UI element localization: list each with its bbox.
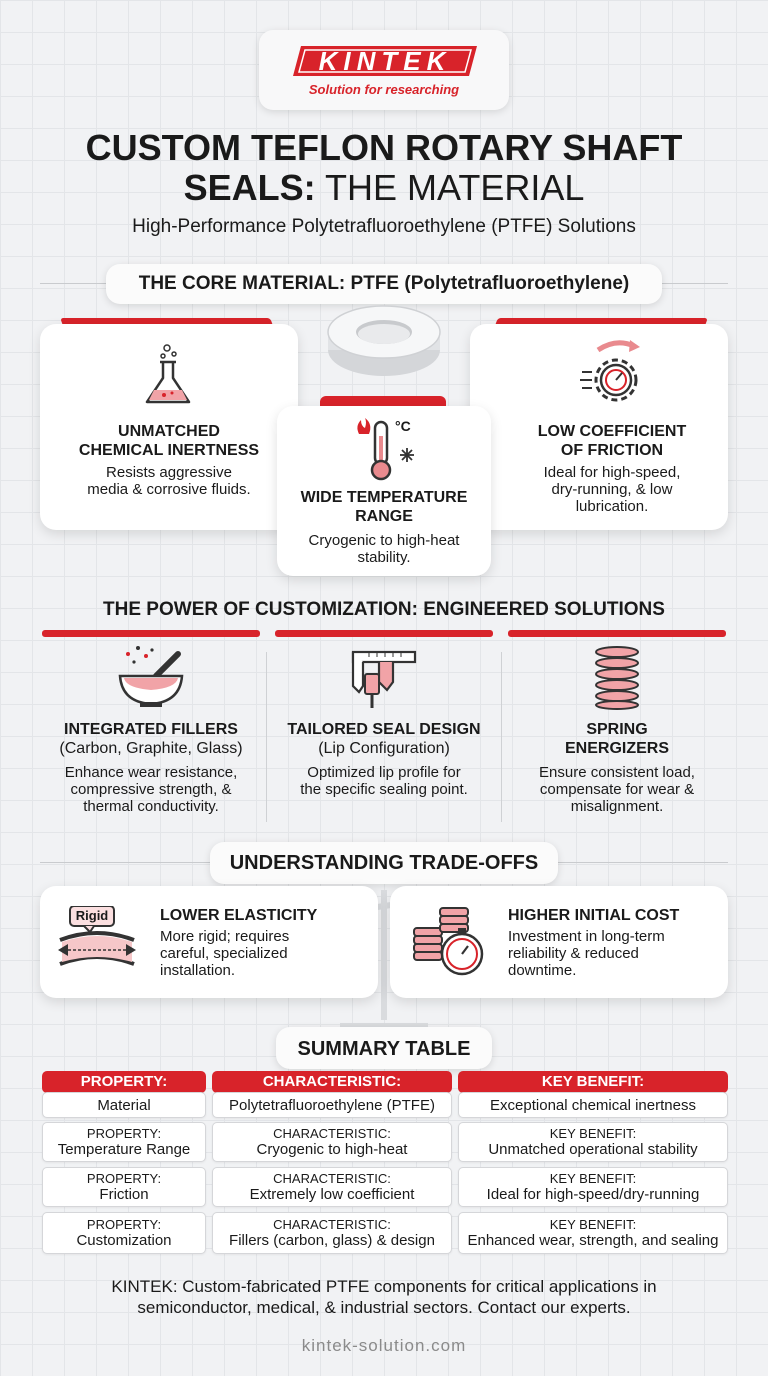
custom-col-1: INTEGRATED FILLERS (Carbon, Graphite, Gl… <box>42 644 260 824</box>
core-card-3-title: LOW COEFFICIENT OF FRICTION <box>537 423 687 459</box>
custom-col-2: TAILORED SEAL DESIGN (Lip Configuration)… <box>275 644 493 824</box>
rigid-bend-icon: Rigid <box>54 905 140 983</box>
tradeoff-right-desc: Investment in long-term reliability & re… <box>508 928 665 979</box>
title-line-2-rest: THE MATERIAL <box>315 167 585 208</box>
tradeoff-right-title: HIGHER INITIAL COST <box>508 907 680 924</box>
custom-divider-1 <box>266 652 267 822</box>
footer-text: KINTEK: Custom-fabricated PTFE component… <box>111 1277 657 1317</box>
tradeoff-left-title: LOWER ELASTICITY <box>160 907 318 924</box>
core-card-2: °C WIDE TEMPERATURE RANGE Cryogenic to h… <box>277 406 491 576</box>
table-header-benefit: KEY BENEFIT: <box>458 1071 728 1093</box>
custom-col-1-desc: Enhance wear resistance, compressive str… <box>64 764 238 815</box>
custom-col-3: SPRING ENERGIZERS Ensure consistent load… <box>508 644 726 824</box>
page-subtitle: High-Performance Polytetrafluoroethylene… <box>132 216 636 237</box>
table-row: PROPERTY: Customization <box>42 1212 206 1254</box>
custom-col-2-title: TAILORED SEAL DESIGN (Lip Configuration) <box>287 721 481 757</box>
table-row: CHARACTERISTIC: Extremely low coefficien… <box>212 1167 452 1207</box>
ptfe-ring-icon <box>325 298 443 389</box>
core-card-2-accent <box>320 396 446 408</box>
tradeoff-card-right: HIGHER INITIAL COST Investment in long-t… <box>390 886 728 998</box>
core-card-3: LOW COEFFICIENT OF FRICTION Ideal for hi… <box>470 324 728 530</box>
custom-col-1-title: INTEGRATED FILLERS (Carbon, Graphite, Gl… <box>59 721 243 757</box>
table-row: Exceptional chemical inertness <box>458 1092 728 1118</box>
core-card-2-desc: Cryogenic to high-heat stability. <box>308 532 460 566</box>
spring-icon <box>592 646 642 715</box>
custom-divider-2 <box>501 652 502 822</box>
custom-col-2-desc: Optimized lip profile for the specific s… <box>300 764 468 798</box>
flask-icon <box>141 342 195 413</box>
table-row: KEY BENEFIT: Enhanced wear, strength, an… <box>458 1212 728 1254</box>
logo-tagline: Solution for researching <box>308 82 460 97</box>
table-row: KEY BENEFIT: Unmatched operational stabi… <box>458 1122 728 1162</box>
table-row: PROPERTY: Temperature Range <box>42 1122 206 1162</box>
custom-col-3-title: SPRING ENERGIZERS <box>564 721 669 757</box>
page-title: CUSTOM TEFLON ROTARY SHAFT SEALS: THE MA… <box>20 128 748 208</box>
title-line-2-bold: SEALS: <box>183 167 316 208</box>
custom-heading: THE POWER OF CUSTOMIZATION: ENGINEERED S… <box>103 599 665 620</box>
title-line-2: SEALS: THE MATERIAL <box>20 168 748 208</box>
table-header-characteristic: CHARACTERISTIC: <box>212 1071 452 1093</box>
core-card-1-title: UNMATCHED CHEMICAL INERTNESS <box>78 423 260 459</box>
logo-swoosh-icon <box>293 46 477 76</box>
gear-gauge-icon <box>580 338 654 415</box>
core-card-2-title: WIDE TEMPERATURE RANGE <box>300 489 468 525</box>
custom-bar-1 <box>42 630 260 637</box>
custom-col-3-desc: Ensure consistent load, compensate for w… <box>539 764 695 815</box>
thermometer-icon: °C <box>353 416 417 487</box>
custom-bar-2 <box>275 630 493 637</box>
table-row: PROPERTY: Friction <box>42 1167 206 1207</box>
title-line-1: CUSTOM TEFLON ROTARY SHAFT <box>85 127 683 168</box>
logo-wordmark: KINTEK <box>287 42 483 80</box>
tradeoff-left-desc: More rigid; requires careful, specialize… <box>160 928 290 979</box>
custom-bar-3 <box>508 630 726 637</box>
logo-text: KINTEK <box>318 46 452 76</box>
coins-stopwatch-icon <box>410 904 490 987</box>
table-row: Polytetrafluoroethylene (PTFE) <box>212 1092 452 1118</box>
temp-unit: °C <box>395 418 411 434</box>
core-heading: THE CORE MATERIAL: PTFE (Polytetrafluoro… <box>106 264 662 304</box>
logo-box: KINTEK Solution for researching <box>259 30 509 110</box>
caliper-icon <box>349 646 419 715</box>
mortar-bowl-icon <box>116 644 186 715</box>
core-card-1-desc: Resists aggressive media & corrosive flu… <box>87 464 251 498</box>
core-card-3-desc: Ideal for high-speed, dry-running, & low… <box>543 464 681 515</box>
rigid-badge: Rigid <box>75 908 109 923</box>
table-row: CHARACTERISTIC: Fillers (carbon, glass) … <box>212 1212 452 1254</box>
table-row: KEY BENEFIT: Ideal for high-speed/dry-ru… <box>458 1167 728 1207</box>
table-header-property: PROPERTY: <box>42 1071 206 1093</box>
core-card-1: UNMATCHED CHEMICAL INERTNESS Resists agg… <box>40 324 298 530</box>
table-row: CHARACTERISTIC: Cryogenic to high-heat <box>212 1122 452 1162</box>
footer-url[interactable]: kintek-solution.com <box>301 1336 467 1355</box>
table-row: Material <box>42 1092 206 1118</box>
tradeoffs-heading: UNDERSTANDING TRADE-OFFS <box>210 842 558 884</box>
tradeoff-card-left: Rigid LOWER ELASTICITY More rigid; requi… <box>40 886 378 998</box>
table-heading: SUMMARY TABLE <box>276 1027 492 1069</box>
